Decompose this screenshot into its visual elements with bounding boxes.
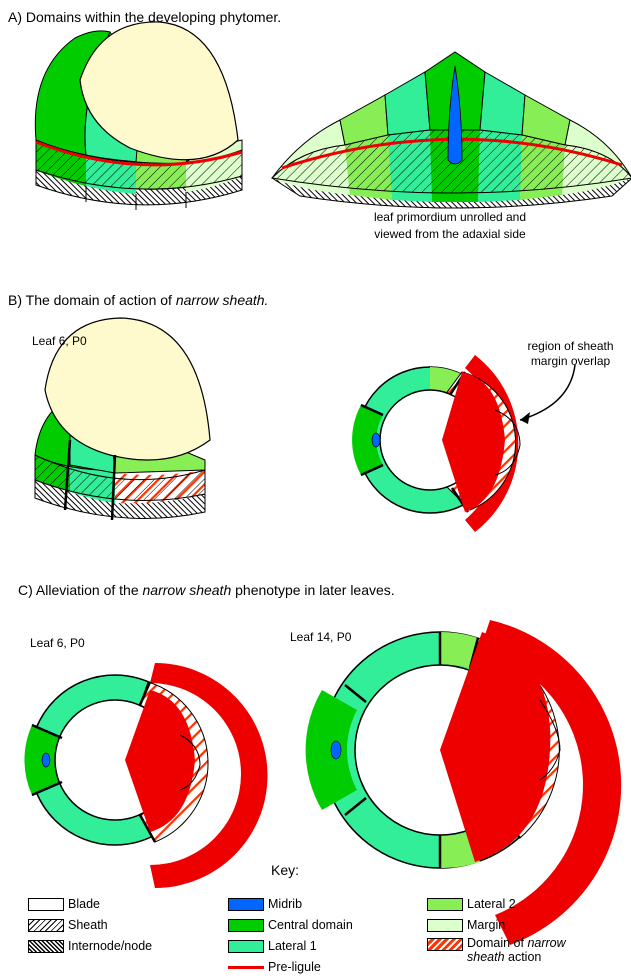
blade-swatch (28, 898, 64, 911)
key-lateral2-label: Lateral 2 (467, 897, 516, 911)
key-lateral2: Lateral 2 (427, 897, 516, 911)
cross-section-c-leaf6 (24, 663, 267, 888)
key-sheath-label: Sheath (68, 918, 108, 932)
unrolled-caption-line2: viewed from the adaxial side (345, 227, 555, 241)
leaf6-dome-b (35, 318, 210, 520)
key-margin: Margin (427, 918, 505, 932)
leaf14-label-c: Leaf 14, P0 (290, 630, 351, 644)
midrib-swatch (228, 898, 264, 911)
panel-c-title: C) Alleviation of the narrow sheath phen… (18, 582, 395, 598)
unrolled-primordium (272, 52, 631, 208)
preligule-swatch (228, 966, 264, 969)
leaf6-label-c: Leaf 6, P0 (30, 636, 85, 650)
panel-b (35, 318, 575, 532)
key-sheath: Sheath (28, 918, 108, 932)
panel-c (24, 620, 621, 945)
leaf6-label-b: Leaf 6, P0 (32, 334, 87, 348)
key-preligule-label: Pre-ligule (268, 960, 321, 974)
key-midrib: Midrib (228, 897, 302, 911)
lateral2-swatch (427, 898, 463, 911)
panel-a-title: A) Domains within the developing phytome… (8, 9, 281, 25)
key-preligule: Pre-ligule (228, 960, 321, 974)
ns-domain-swatch (427, 938, 463, 951)
key-internode-label: Internode/node (68, 939, 152, 953)
phytomer-dome (35, 22, 242, 210)
cross-section-b (352, 355, 575, 532)
key-lateral1: Lateral 1 (228, 939, 317, 953)
key-blade: Blade (28, 897, 100, 911)
margin-swatch (427, 919, 463, 932)
callout-line2: margin overlap (510, 354, 631, 368)
key-blade-label: Blade (68, 897, 100, 911)
central-swatch (228, 919, 264, 932)
key-central-label: Central domain (268, 918, 353, 932)
key-central: Central domain (228, 918, 353, 932)
key-margin-label: Margin (467, 918, 505, 932)
key-lateral1-label: Lateral 1 (268, 939, 317, 953)
panel-a (35, 22, 631, 210)
internode-swatch (28, 940, 64, 953)
key-internode: Internode/node (28, 939, 152, 953)
lateral1-swatch (228, 940, 264, 953)
key-midrib-label: Midrib (268, 897, 302, 911)
panel-b-title: B) The domain of action of narrow sheath… (8, 292, 268, 308)
key-title: Key: (271, 862, 299, 878)
callout-line1: region of sheath (510, 339, 631, 353)
unrolled-caption-line1: leaf primordium unrolled and (345, 210, 555, 224)
sheath-swatch (28, 919, 64, 932)
